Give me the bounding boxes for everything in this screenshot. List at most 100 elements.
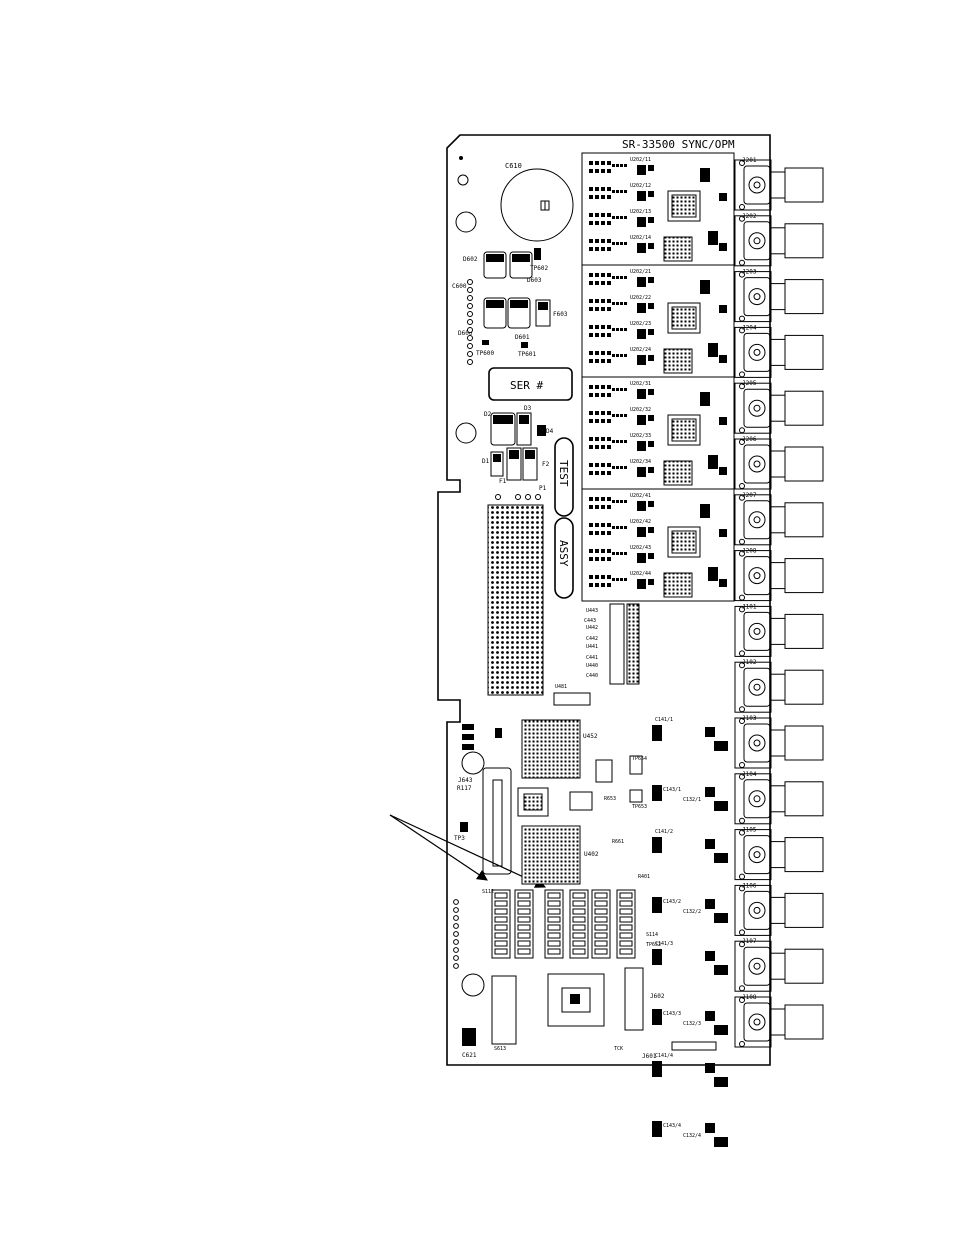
channel-label: U202/32 [630, 407, 651, 413]
connector-label: J101 [742, 603, 757, 610]
svg-text:F2: F2 [542, 461, 550, 468]
channel-label: U202/11 [630, 157, 651, 163]
svg-text:R661: R661 [612, 839, 624, 845]
mounting-hole [455, 211, 477, 233]
connector-label: J104 [742, 771, 757, 778]
svg-text:U440: U440 [586, 663, 598, 669]
svg-text:F1: F1 [499, 478, 507, 485]
svg-text:U481: U481 [555, 684, 567, 690]
u44x-ic-column [609, 603, 640, 685]
channel-label: U202/23 [630, 321, 651, 327]
svg-text:D2: D2 [484, 411, 492, 418]
svg-text:TP600: TP600 [476, 350, 494, 357]
serial-number-label: SER # [510, 379, 543, 392]
board-title: SR-33500 SYNC/OPM [622, 138, 735, 151]
connector-label: J107 [742, 938, 757, 945]
cap-groups: C141/1C143/1C132/1C141/2C143/2C132/2C141… [652, 717, 728, 1147]
u481-ic [553, 692, 591, 706]
cap-label: C132/3 [683, 1021, 701, 1027]
capacitor-c610 [500, 168, 574, 242]
svg-text:C440: C440 [586, 673, 598, 679]
callout-arrow-1 [389, 814, 488, 881]
cap-label: C132/2 [683, 909, 701, 915]
channel-label: U202/41 [630, 493, 651, 499]
channel-label: U202/31 [630, 381, 651, 387]
mounting-hole [455, 422, 477, 444]
svg-text:U443: U443 [586, 608, 598, 614]
s613-switch [491, 975, 517, 1045]
connector-label: J203 [742, 269, 757, 276]
svg-text:C621: C621 [462, 1052, 477, 1059]
callout-arrow-2 [389, 814, 546, 888]
dip-switch [491, 889, 511, 959]
svg-text:C441: C441 [586, 655, 598, 661]
mounting-hole [459, 156, 463, 160]
channel-label: U202/33 [630, 433, 651, 439]
svg-text:J601: J601 [642, 1053, 657, 1060]
cap-label: C132/1 [683, 797, 701, 803]
svg-text:J602: J602 [650, 993, 665, 1000]
j601-header [671, 1041, 717, 1051]
svg-text:TP3: TP3 [454, 835, 465, 842]
bnc-connector-j103: J103 [734, 715, 824, 769]
svg-text:U442: U442 [586, 625, 598, 631]
connector-label: J202 [742, 213, 757, 220]
bnc-connector-j207: J207 [734, 492, 824, 546]
connector-label: J108 [742, 994, 757, 1001]
u452-bga [521, 719, 581, 779]
bnc-connector-j206: J206 [734, 436, 824, 490]
connector-label: J102 [742, 659, 757, 666]
channel-label: U202/34 [630, 459, 651, 465]
cap-label: C143/3 [663, 1011, 681, 1017]
bnc-connector-j101: J101 [734, 603, 824, 657]
cap-label: C141/3 [655, 941, 673, 947]
cap-label: C143/2 [663, 899, 681, 905]
mounting-hole [457, 174, 469, 186]
c621-capacitor [462, 1028, 476, 1046]
u402-bga [521, 825, 581, 885]
dip-switch-bank [491, 889, 636, 959]
svg-text:D4: D4 [546, 428, 554, 435]
connector-label: J103 [742, 715, 757, 722]
svg-text:F603: F603 [553, 311, 568, 318]
svg-text:D1: D1 [482, 458, 490, 465]
svg-text:R401: R401 [638, 874, 650, 880]
connector-p1 [487, 494, 544, 696]
channel-label: U202/13 [630, 209, 651, 215]
cap-label: C132/4 [683, 1133, 701, 1139]
connector-label: J204 [742, 324, 757, 331]
bnc-connector-j201: J201 [734, 157, 824, 211]
svg-text:D600: D600 [458, 330, 473, 337]
left-small-parts [460, 724, 512, 997]
svg-text:S114: S114 [646, 932, 658, 938]
svg-text:C442: C442 [586, 636, 598, 642]
channel-label: U202/43 [630, 545, 651, 551]
svg-text:TP653: TP653 [632, 804, 647, 810]
dip-switch [514, 889, 534, 959]
connector-label: J106 [742, 882, 757, 889]
bnc-connector-j102: J102 [734, 659, 824, 713]
cap-label: C141/2 [655, 829, 673, 835]
channel-label: U202/44 [630, 571, 651, 577]
connector-label: J208 [742, 548, 757, 555]
bnc-connector-column: J201J202J203J204J205J206J207J208J101J102… [734, 157, 824, 1048]
tp602-label: TP602 [530, 265, 548, 272]
bridge-diodes [490, 412, 546, 481]
svg-text:P1: P1 [539, 485, 547, 492]
pad-column-top [467, 279, 473, 365]
channel-label: U202/14 [630, 235, 651, 241]
bnc-connector-j104: J104 [734, 771, 824, 825]
connector-label: J105 [742, 827, 757, 834]
test-tab [554, 437, 574, 517]
svg-text:TCK: TCK [614, 1046, 623, 1052]
svg-text:R653: R653 [604, 796, 616, 802]
channel-label: U202/42 [630, 519, 651, 525]
svg-text:U452: U452 [583, 733, 598, 740]
bnc-connector-j107: J107 [734, 938, 824, 992]
svg-text:U402: U402 [584, 851, 599, 858]
